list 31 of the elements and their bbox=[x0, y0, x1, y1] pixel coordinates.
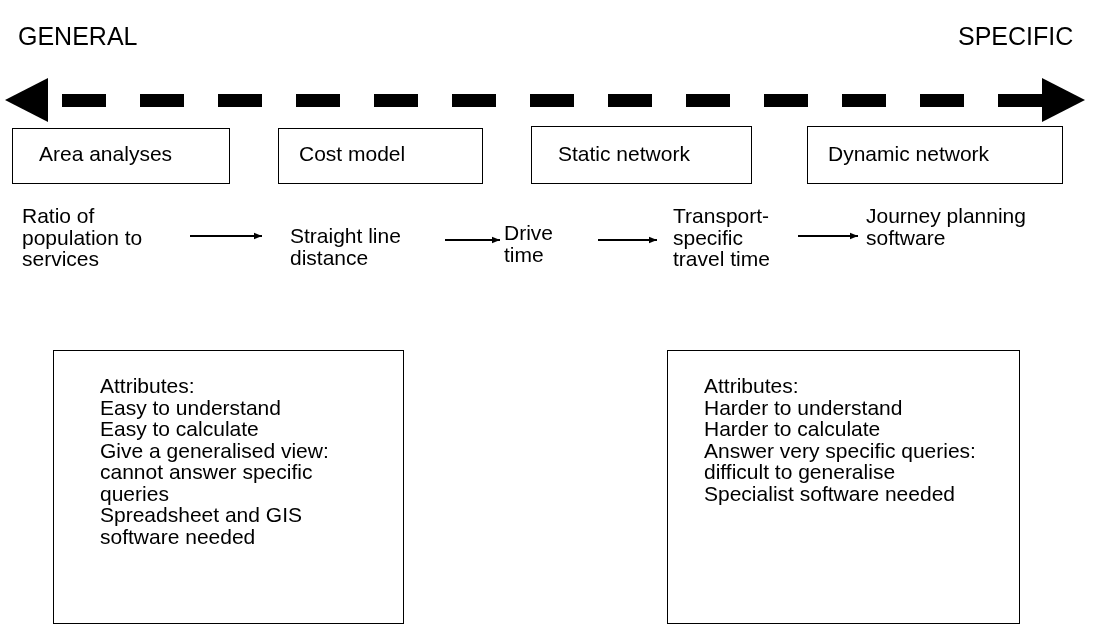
attribute-text: Harder to calculate bbox=[704, 418, 882, 440]
attribute-text: Give a generalised view: cannot answer specific queries bbox=[100, 439, 330, 504]
attribute-text: Harder to understand bbox=[704, 396, 904, 418]
box-label: Cost model bbox=[299, 143, 407, 165]
arrow bbox=[444, 236, 501, 244]
flow-text: Transport-specific travel time bbox=[673, 205, 771, 270]
axis-end-label: GENERAL bbox=[18, 22, 138, 51]
text-box bbox=[667, 350, 1020, 624]
box-label: Dynamic network bbox=[828, 143, 991, 165]
attributes-heading: Attributes: bbox=[100, 375, 196, 397]
text-box bbox=[53, 350, 404, 624]
attribute-text: Specialist software needed bbox=[704, 482, 956, 504]
attribute-text: Easy to understand bbox=[100, 396, 282, 418]
attribute-text: Spreadsheet and GIS software needed bbox=[100, 504, 303, 547]
flow-text: Straight line distance bbox=[290, 225, 402, 268]
flow-text: Drive time bbox=[504, 222, 554, 265]
flow-text: Journey planning software bbox=[866, 205, 1027, 248]
text-box bbox=[807, 126, 1063, 184]
flow-text: Ratio of population to services bbox=[22, 205, 144, 270]
box-label: Static network bbox=[558, 143, 691, 165]
attribute-text: Easy to calculate bbox=[100, 418, 260, 440]
attributes-heading: Attributes: bbox=[704, 375, 800, 397]
attribute-text: Answer very specific queries: difficult to generalise bbox=[704, 439, 977, 483]
arrow bbox=[597, 236, 658, 244]
text-box bbox=[278, 128, 483, 184]
text-box bbox=[12, 128, 230, 184]
arrow bbox=[189, 232, 263, 240]
box-label: Area analyses bbox=[39, 143, 174, 165]
axis-end-label: SPECIFIC bbox=[958, 22, 1074, 51]
arrow bbox=[797, 232, 859, 240]
text-box bbox=[531, 126, 752, 184]
